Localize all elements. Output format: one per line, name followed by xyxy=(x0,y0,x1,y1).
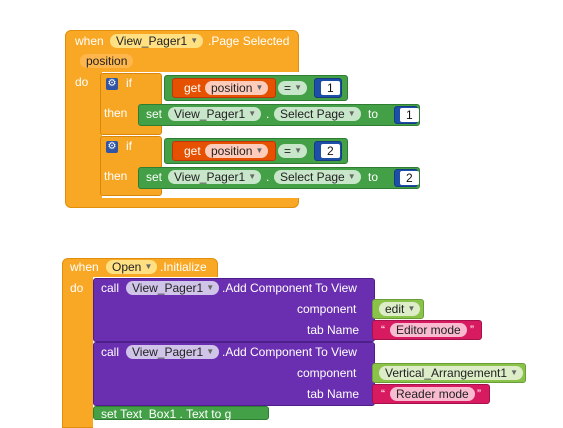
number-value[interactable]: 2 xyxy=(321,144,340,158)
event-name: .Page Selected xyxy=(208,34,290,48)
tab-name-arg-label: tab Name xyxy=(307,323,360,337)
call-label: call xyxy=(101,345,120,359)
method-name: .Add Component To View xyxy=(222,345,357,359)
set-target-dropdown[interactable]: View_Pager1▼ xyxy=(168,107,262,121)
call-target-dropdown[interactable]: View_Pager1▼ xyxy=(126,281,220,295)
quote-close: ” xyxy=(477,387,481,401)
when-label: when xyxy=(70,260,99,274)
text-value[interactable]: Reader mode xyxy=(390,387,475,401)
event-name: .Initialize xyxy=(160,260,207,274)
set-target-dropdown[interactable]: View_Pager1▼ xyxy=(168,170,262,184)
tab-name-arg-label: tab Name xyxy=(307,387,360,401)
to-label: to xyxy=(368,107,379,121)
get-label: get xyxy=(184,144,201,158)
gear-icon[interactable]: ⚙ xyxy=(106,78,118,90)
call-label: call xyxy=(101,281,120,295)
then-label: then xyxy=(104,106,128,120)
component-dropdown[interactable]: Open▼ xyxy=(106,260,158,274)
to-label: to xyxy=(368,170,379,184)
number-value[interactable]: 1 xyxy=(321,81,340,95)
operator-dropdown[interactable]: =▼ xyxy=(278,144,308,158)
component-arg-label: component xyxy=(297,302,357,316)
number-value[interactable]: 1 xyxy=(400,108,419,122)
component-dropdown[interactable]: Vertical_Arrangement1▼ xyxy=(379,366,524,380)
event-block-do-strip xyxy=(96,72,102,198)
set-label: set xyxy=(146,170,163,184)
gear-icon[interactable]: ⚙ xyxy=(106,141,118,153)
param-position[interactable]: position xyxy=(80,54,134,68)
dot-label: . xyxy=(266,107,270,121)
method-name: .Add Component To View xyxy=(222,281,357,295)
if-label: if xyxy=(126,76,132,90)
operator-dropdown[interactable]: =▼ xyxy=(278,81,308,95)
do-label: do xyxy=(75,75,89,89)
when-label: when xyxy=(75,34,104,48)
component-arg-label: component xyxy=(297,366,357,380)
set-block-cut-off-label: set Text_Box1 . Text to g xyxy=(101,407,232,421)
get-label: get xyxy=(184,81,201,95)
text-value[interactable]: Editor mode xyxy=(390,323,467,337)
quote-open: “ xyxy=(381,387,385,401)
property-dropdown[interactable]: Select Page▼ xyxy=(274,107,361,121)
component-dropdown[interactable]: View_Pager1▼ xyxy=(110,34,204,48)
then-label: then xyxy=(104,169,128,183)
property-dropdown[interactable]: Select Page▼ xyxy=(274,170,361,184)
if-label: if xyxy=(126,139,132,153)
dot-label: . xyxy=(266,170,270,184)
quote-open: “ xyxy=(381,323,385,337)
quote-close: ” xyxy=(470,323,474,337)
var-dropdown[interactable]: position▼ xyxy=(205,144,269,158)
set-label: set xyxy=(146,107,163,121)
component-dropdown[interactable]: edit▼ xyxy=(379,302,421,316)
var-dropdown[interactable]: position▼ xyxy=(205,81,269,95)
do-label: do xyxy=(70,281,84,295)
call-target-dropdown[interactable]: View_Pager1▼ xyxy=(126,345,220,359)
number-value[interactable]: 2 xyxy=(400,171,419,185)
